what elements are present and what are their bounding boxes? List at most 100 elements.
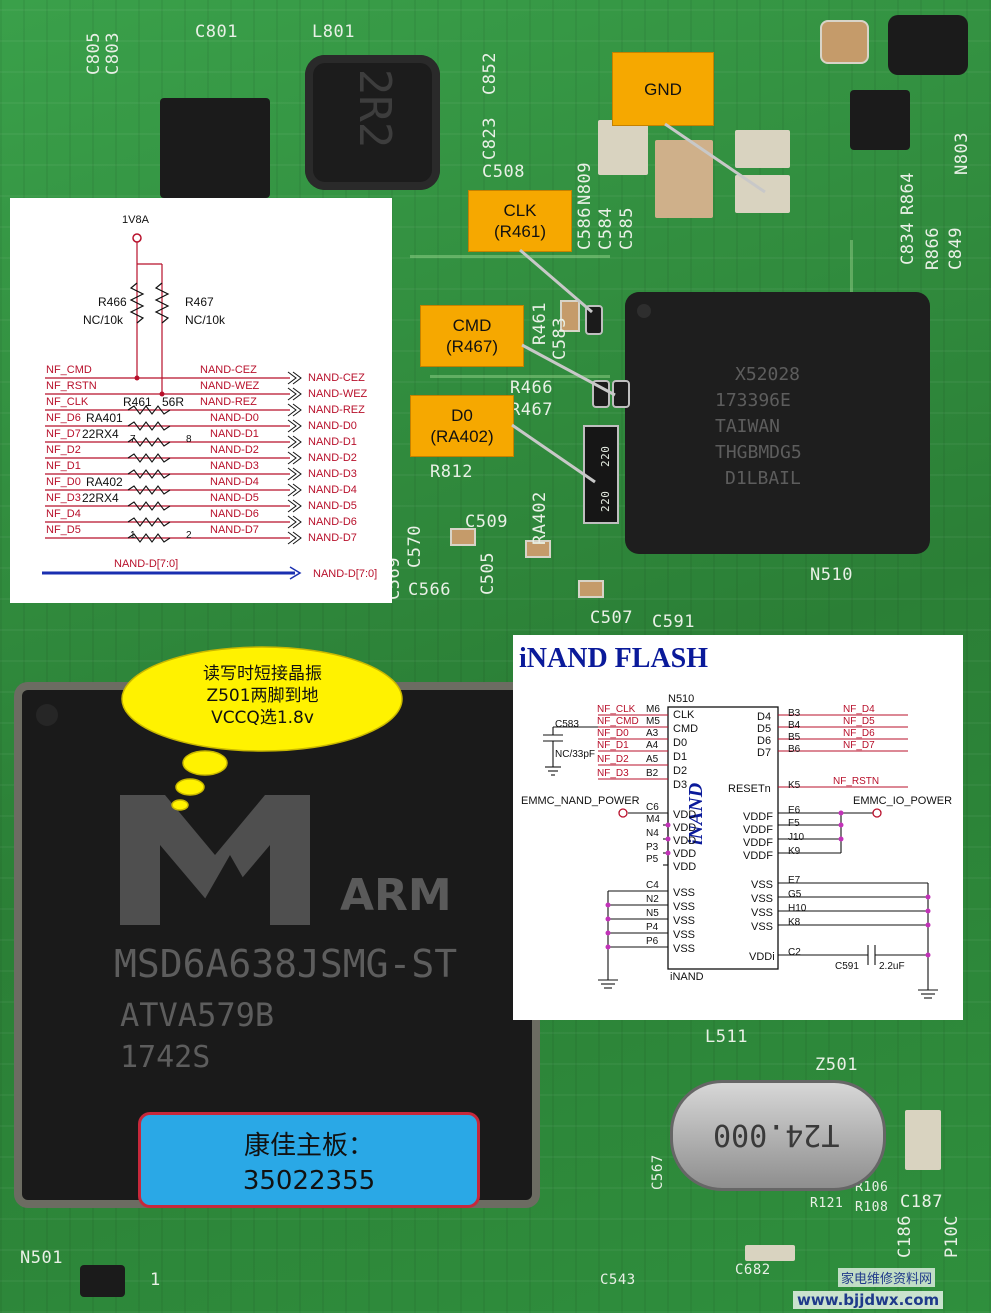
capacitor bbox=[820, 20, 869, 64]
silk-c505: C505 bbox=[478, 552, 498, 595]
rname-13: VDDi bbox=[749, 951, 775, 963]
silk-c803: C803 bbox=[103, 32, 123, 75]
silk-c823: C823 bbox=[480, 117, 500, 160]
r467-ref: R467 bbox=[185, 295, 214, 309]
left-net-0: NF_CMD bbox=[46, 364, 92, 376]
lname-7: VDD bbox=[673, 822, 697, 834]
emmc-io-power: EMMC_IO_POWER bbox=[853, 795, 953, 807]
lname-8: VDD bbox=[673, 835, 697, 847]
right-net-10: NAND-D7 bbox=[308, 532, 357, 544]
right-net-4: NAND-D1 bbox=[308, 436, 357, 448]
d0-ref: (RA402) bbox=[430, 427, 494, 446]
rpin-12: K8 bbox=[788, 917, 801, 928]
left-net-7: NF_D0 bbox=[46, 476, 81, 488]
rpin-4: K5 bbox=[788, 780, 801, 791]
note-bubble: 读写时短接晶振 Z501两脚到地 VCCQ选1.8v bbox=[120, 645, 405, 811]
c591-ref: C591 bbox=[835, 961, 859, 972]
left-net-5: NF_D2 bbox=[46, 444, 81, 456]
mid-net-5: NAND-D2 bbox=[210, 444, 259, 456]
lpin-15: P6 bbox=[646, 936, 659, 947]
right-net-0: NAND-CEZ bbox=[308, 372, 365, 384]
nand-schematic-wires bbox=[42, 233, 302, 580]
d0-callout: D0 (RA402) bbox=[410, 395, 514, 457]
silk-r106: R106 bbox=[855, 1180, 889, 1195]
lpin-12: N2 bbox=[646, 894, 659, 905]
smd-ic-corner bbox=[888, 15, 968, 75]
pcb-trace bbox=[410, 255, 610, 258]
lpin-2: A3 bbox=[646, 728, 659, 739]
rname-5: VDDF bbox=[743, 811, 773, 823]
r461-ref: R461 bbox=[123, 395, 152, 409]
mid-net-6: NAND-D3 bbox=[210, 460, 259, 472]
r461-value: 56R bbox=[162, 395, 185, 409]
nand-schematic: 1V8A R466 NC/10k R467 NC/10k R461 56R RA… bbox=[10, 198, 392, 603]
ra402-ref: RA402 bbox=[86, 475, 123, 489]
silk-c570: C570 bbox=[405, 525, 425, 568]
lnet-3: NF_D1 bbox=[597, 740, 629, 751]
left-net-4: NF_D7 bbox=[46, 428, 81, 440]
right-net-5: NAND-D2 bbox=[308, 452, 357, 464]
smd-ic-top-right bbox=[850, 90, 910, 150]
cmd-label: CMD bbox=[452, 316, 492, 335]
ra-mark-0: 220 bbox=[599, 490, 612, 512]
silk-r108: R108 bbox=[855, 1200, 889, 1215]
silk-c585: C585 bbox=[617, 207, 637, 250]
silk-c834: C834 bbox=[898, 222, 918, 265]
power-inductor: 2R2 bbox=[305, 55, 440, 190]
lnet-0: NF_CLK bbox=[597, 704, 636, 715]
rname-8: VDDF bbox=[743, 850, 773, 862]
silk-n803: N803 bbox=[952, 132, 972, 175]
silk-z501: Z501 bbox=[815, 1055, 858, 1075]
lname-3: D1 bbox=[673, 751, 688, 763]
silk-p10c: P10C bbox=[942, 1215, 962, 1258]
d0-label: D0 bbox=[451, 406, 473, 425]
rpin-6: F5 bbox=[788, 818, 800, 829]
silk-c507: C507 bbox=[590, 608, 633, 628]
silk-l511: L511 bbox=[705, 1027, 748, 1047]
bubble-line-2: VCCQ选1.8v bbox=[211, 708, 314, 728]
mid-net-7: NAND-D4 bbox=[210, 476, 259, 488]
rpin-8: K9 bbox=[788, 846, 801, 857]
lnet-1: NF_CMD bbox=[597, 716, 639, 727]
mid-net-8: NAND-D5 bbox=[210, 492, 259, 504]
rpin-9: E7 bbox=[788, 875, 801, 886]
lpin-5: B2 bbox=[646, 768, 659, 779]
watermark-url: www.bjjdwx.com bbox=[793, 1291, 944, 1309]
resistor-array: 220 220 bbox=[583, 425, 619, 524]
silk-c682: C682 bbox=[735, 1262, 771, 1278]
rpin-7: J10 bbox=[788, 832, 805, 843]
rpin-5: E6 bbox=[788, 805, 801, 816]
left-net-10: NF_D5 bbox=[46, 524, 81, 536]
rname-3: D7 bbox=[757, 747, 772, 759]
lname-2: D0 bbox=[673, 737, 688, 749]
flash-line-4: D1LBAIL bbox=[725, 468, 801, 489]
lname-10: VDD bbox=[673, 861, 697, 873]
rnet-4: NF_RSTN bbox=[833, 776, 880, 787]
ra-mark-1: 220 bbox=[599, 445, 612, 467]
flash-line-0: X52028 bbox=[735, 364, 801, 385]
flash-line-2: TAIWAN bbox=[715, 416, 781, 437]
silk-r864: R864 bbox=[898, 172, 918, 215]
lpin-11: C4 bbox=[646, 880, 659, 891]
capacitor bbox=[525, 540, 551, 558]
resistor-r466 bbox=[592, 380, 610, 408]
resistor-r467 bbox=[612, 380, 630, 408]
lpin-6: C6 bbox=[646, 802, 659, 813]
lpin-7: M4 bbox=[646, 814, 660, 825]
rname-4: RESETn bbox=[728, 783, 771, 795]
right-net-8: NAND-D5 bbox=[308, 500, 357, 512]
pcb-trace bbox=[430, 375, 610, 378]
silk-c584: C584 bbox=[596, 207, 616, 250]
ra401-ref: RA401 bbox=[86, 411, 123, 425]
silk-c543: C543 bbox=[600, 1272, 636, 1288]
inductor-mark: 2R2 bbox=[349, 68, 401, 149]
r466-ref: R466 bbox=[98, 295, 127, 309]
silk-c567: C567 bbox=[650, 1154, 666, 1190]
silk-c801: C801 bbox=[195, 22, 238, 42]
copper-pad bbox=[655, 140, 713, 218]
cmd-callout: CMD (R467) bbox=[420, 305, 524, 367]
soc-line-2: 1742S bbox=[120, 1040, 211, 1075]
silk-c805: C805 bbox=[84, 32, 104, 75]
inand-chip-name: iNAND bbox=[670, 971, 704, 983]
rname-7: VDDF bbox=[743, 837, 773, 849]
